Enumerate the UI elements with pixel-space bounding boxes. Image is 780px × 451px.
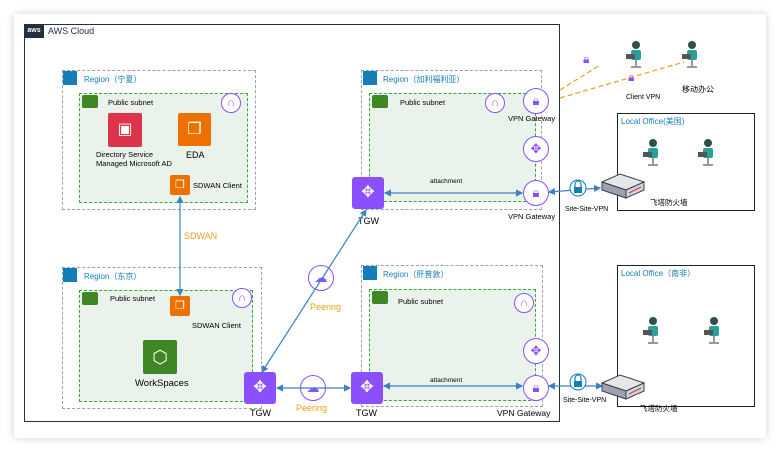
subnet-icon xyxy=(372,291,388,304)
tgw-california-icon: ✥ xyxy=(352,177,384,209)
subnet-icon xyxy=(82,95,98,108)
person-icon xyxy=(626,41,641,68)
subnet-frankfurt xyxy=(369,289,536,401)
firewall-icon xyxy=(600,374,646,400)
vpn-gateway-label-frankfurt: VPN Gateway xyxy=(497,408,551,418)
person-icon xyxy=(643,317,658,344)
vpc-gateway-icon: ∩ xyxy=(485,93,505,113)
attachment-label-top: attachment xyxy=(430,178,463,185)
directory-service-label: Directory Service Managed Microsoft AD xyxy=(96,150,172,168)
subnet-icon xyxy=(372,95,388,108)
site-to-site-label-top: Site-Site-VPN xyxy=(565,206,609,213)
region-ningxia-label: Region（宁夏） xyxy=(84,75,142,84)
vpc-gateway-icon: ∩ xyxy=(221,93,241,113)
vpc-gateway-icon: ∩ xyxy=(514,293,534,313)
peering-connector-upper xyxy=(261,208,367,374)
sdwan-label: SDWAN xyxy=(184,231,218,241)
firewall-icon xyxy=(600,173,646,199)
tgw-tokyo-icon: ✥ xyxy=(244,372,276,404)
sdwan-client-icon: ❐ xyxy=(170,296,190,316)
region-flag-icon xyxy=(63,71,77,85)
vpn-gateway-icon: 🔒︎ xyxy=(523,180,549,206)
subnet-ningxia xyxy=(79,93,248,203)
sdwan-client-label: SDWAN Client xyxy=(193,181,242,190)
vpc-gateway-icon: ∩ xyxy=(232,288,252,308)
region-frankfurt-label: Region（肝普敦） xyxy=(383,270,449,279)
office-sa-label: Local Office（南非） xyxy=(621,269,696,278)
sdwan-client-label: SDWAN Client xyxy=(192,321,241,330)
person-icon xyxy=(643,139,658,166)
aws-logo-icon: aws xyxy=(24,24,44,38)
workspaces-icon: ⬡ xyxy=(143,340,177,374)
directory-service-icon: ▣ xyxy=(108,113,142,147)
tgw-frankfurt-label: TGW xyxy=(356,408,377,418)
person-icon xyxy=(682,41,697,68)
subnet-california xyxy=(369,93,536,202)
office-us xyxy=(617,113,755,211)
vpn-gateway-icon: 🔒︎ xyxy=(523,88,549,114)
aws-cloud-title: AWS Cloud xyxy=(48,26,95,36)
firewall-label-top: 飞塔防火墙 xyxy=(650,198,688,207)
region-tokyo-label: Region（东京） xyxy=(84,272,142,281)
attachment-label-bottom: attachment xyxy=(430,377,463,384)
person-icon xyxy=(704,317,719,344)
site-to-site-label-bottom: Site-Site-VPN xyxy=(563,397,607,404)
subnet-icon xyxy=(82,292,98,305)
client-vpn-label: Client VPN xyxy=(626,94,661,101)
eda-icon: ❐ xyxy=(178,113,211,146)
lock-icon xyxy=(569,179,587,197)
client-vpn-connector xyxy=(559,61,685,99)
client-vpn-connector-2 xyxy=(559,64,601,91)
lock-icon: 🔒︎ xyxy=(583,52,590,66)
person-icon xyxy=(698,139,713,166)
router-icon: ✥ xyxy=(523,338,549,364)
workspaces-label: WorkSpaces xyxy=(135,378,189,389)
tgw-california-label: TGW xyxy=(358,216,379,226)
subnet-california-label: Public subnet xyxy=(400,98,446,107)
region-flag-icon xyxy=(363,71,377,85)
subnet-tokyo-label: Public subnet xyxy=(110,294,156,303)
router-icon: ✥ xyxy=(523,136,549,162)
eda-label: EDA xyxy=(186,150,205,160)
tgw-frankfurt-icon: ✥ xyxy=(351,372,383,404)
lock-icon xyxy=(569,373,587,391)
vpn-gateway-label-top: VPN Gateway xyxy=(508,114,556,123)
firewall-label-bottom: 飞塔防火墙 xyxy=(640,404,678,413)
vpn-gateway-label-bottom: VPN Gateway xyxy=(508,212,556,221)
peering-label-lower: Peering xyxy=(296,403,328,413)
region-california-label: Region（加利福利亚） xyxy=(383,75,465,84)
office-us-label: Local Office(美国) xyxy=(621,117,685,126)
subnet-ningxia-label: Public subnet xyxy=(108,98,154,107)
region-flag-icon xyxy=(63,268,77,282)
sdwan-client-icon: ❐ xyxy=(170,175,190,195)
subnet-frankfurt-label: Public subnet xyxy=(398,297,444,306)
tgw-tokyo-label: TGW xyxy=(250,408,271,418)
mobile-office-label: 移动办公 xyxy=(682,85,714,94)
